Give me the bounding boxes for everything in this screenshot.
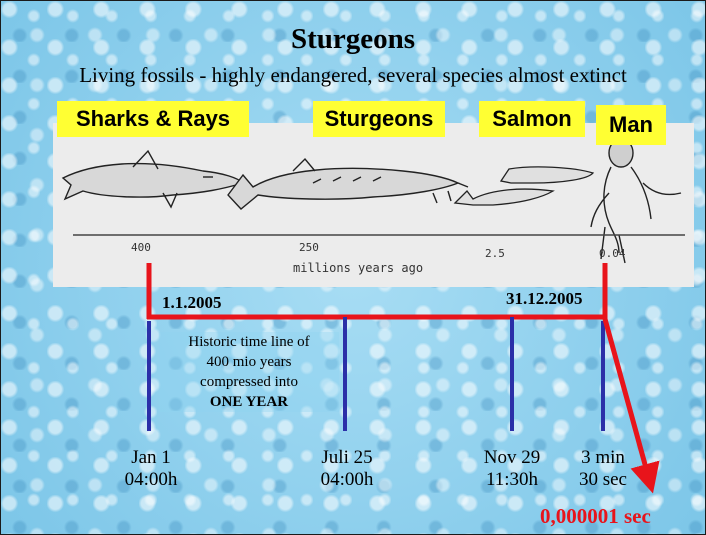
final-duration-label: 0,000001 sec xyxy=(540,504,651,529)
note-line-1: Historic time line of xyxy=(188,334,309,350)
stamp-juli25-date: Juli 25 xyxy=(305,447,389,469)
start-date-label: 1.1.2005 xyxy=(162,293,222,313)
stamp-3min: 3 min 30 sec xyxy=(565,447,641,491)
note-line-3: compressed into xyxy=(200,374,298,390)
stamp-jan1-time: 04:00h xyxy=(111,469,191,491)
stamp-3min-value: 3 min xyxy=(565,447,641,469)
note-emphasis: ONE YEAR xyxy=(159,392,339,412)
stamp-juli25-time: 04:00h xyxy=(305,469,389,491)
end-date-label: 31.12.2005 xyxy=(506,289,583,309)
stamp-juli25: Juli 25 04:00h xyxy=(305,447,389,491)
stamp-nov29: Nov 29 11:30h xyxy=(473,447,551,491)
stamp-3min-seconds: 30 sec xyxy=(565,469,641,491)
stamp-jan1: Jan 1 04:00h xyxy=(111,447,191,491)
stamp-nov29-time: 11:30h xyxy=(473,469,551,491)
timeline-note: Historic time line of 400 mio years comp… xyxy=(159,332,339,412)
stamp-jan1-date: Jan 1 xyxy=(111,447,191,469)
stamp-nov29-date: Nov 29 xyxy=(473,447,551,469)
note-line-2: 400 mio years xyxy=(207,354,292,370)
